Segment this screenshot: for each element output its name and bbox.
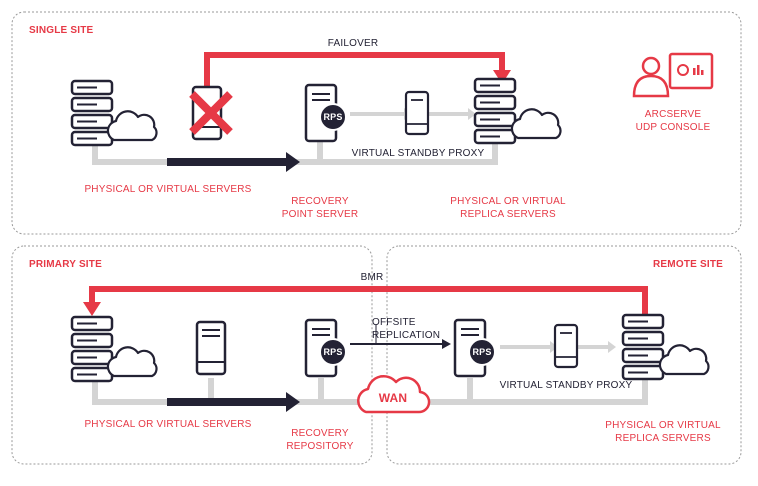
remote-standby-proxy-icon (553, 323, 579, 369)
single-rps-label-line2: POINT SERVER (281, 209, 359, 220)
remote-rps-badge: RPS (472, 347, 492, 357)
primary-source-server-stack-icon (70, 315, 114, 383)
single-proxy-label: VIRTUAL STANDBY PROXY (351, 148, 485, 159)
single-site-title: SINGLE SITE (29, 25, 94, 36)
failover-arrow (204, 52, 505, 92)
remote-baseline (428, 378, 648, 405)
single-source-label: PHYSICAL OR VIRTUAL SERVERS (84, 184, 252, 195)
remote-replica-server-stack-icon (621, 313, 665, 381)
udp-console-icon (632, 52, 714, 98)
failure-x-icon (189, 91, 233, 135)
single-replica-server-stack-icon (473, 77, 517, 145)
primary-repo-label-line2: REPOSITORY (286, 441, 354, 452)
console-label-line1: ARCSERVE (644, 109, 702, 120)
primary-source-cloud-icon (106, 346, 158, 378)
remote-replica-label-line2: REPLICA SERVERS (615, 433, 711, 444)
primary-source-label: PHYSICAL OR VIRTUAL SERVERS (84, 419, 252, 430)
bmr-label: BMR (360, 272, 384, 283)
remote-site-box (386, 245, 742, 465)
wan-label: WAN (378, 391, 408, 405)
remote-replica-label-line1: PHYSICAL OR VIRTUAL (605, 420, 721, 431)
failover-label: FAILOVER (327, 38, 379, 49)
single-replica-label-line1: PHYSICAL OR VIRTUAL (450, 196, 566, 207)
single-site-box (11, 11, 742, 235)
bmr-arrow (89, 286, 648, 325)
primary-site-title: PRIMARY SITE (29, 259, 102, 270)
console-label-line2: UDP CONSOLE (635, 122, 711, 133)
remote-site-title: REMOTE SITE (653, 259, 723, 270)
offsite-label-line2: REPLICATION (372, 330, 441, 341)
primary-rps-badge: RPS (323, 347, 343, 357)
single-rps-badge: RPS (323, 112, 343, 122)
single-rps-label-line1: RECOVERY (291, 196, 349, 207)
wan-cloud-icon (357, 374, 431, 414)
primary-repo-label-line1: RECOVERY (291, 428, 349, 439)
primary-site-box (11, 245, 373, 465)
remote-replica-cloud-icon (658, 344, 710, 376)
offsite-label-line1: OFFSITE (372, 317, 416, 328)
single-replica-cloud-icon (510, 108, 562, 140)
primary-server-tower-icon (195, 320, 227, 376)
single-replica-label-line2: REPLICA SERVERS (460, 209, 556, 220)
single-source-server-stack-icon (70, 79, 114, 147)
remote-proxy-label: VIRTUAL STANDBY PROXY (499, 380, 633, 391)
single-source-cloud-icon (106, 110, 158, 142)
single-standby-proxy-icon (404, 90, 430, 136)
single-replica-baseline (320, 143, 498, 165)
